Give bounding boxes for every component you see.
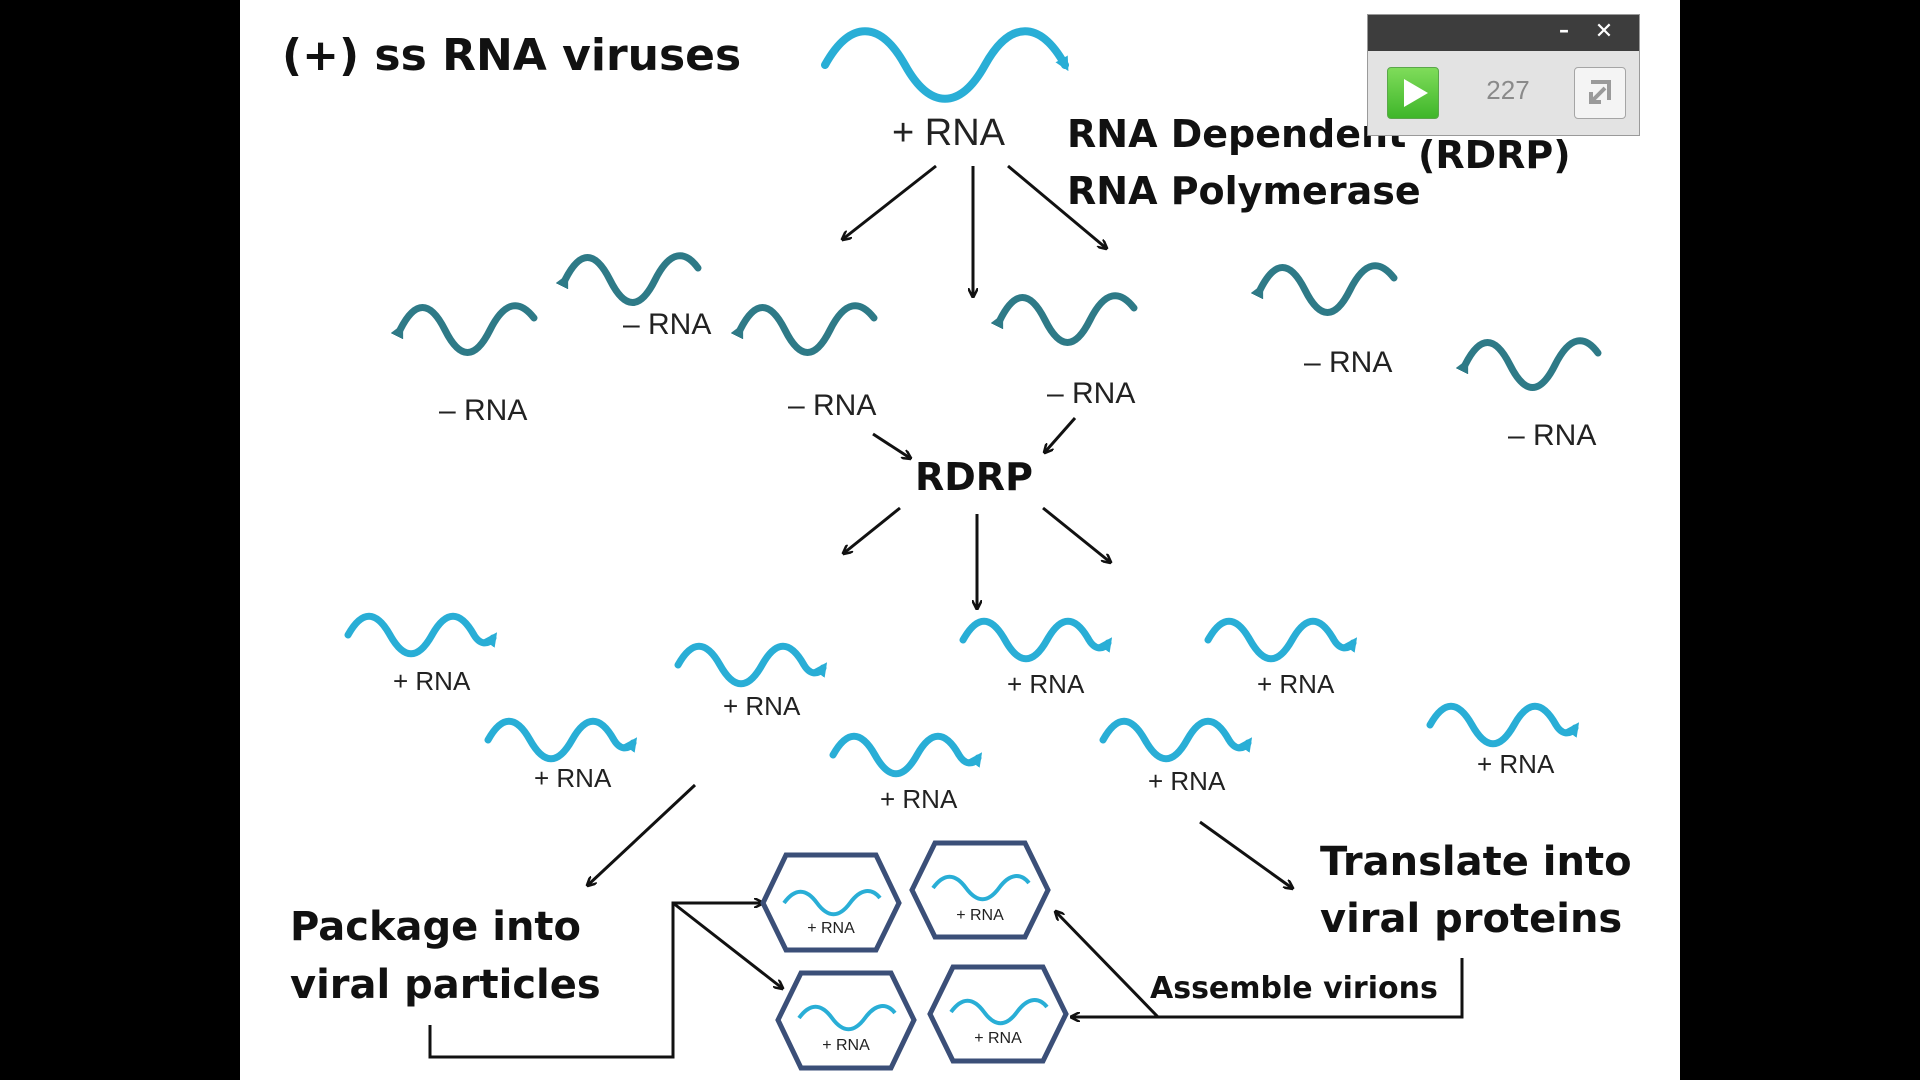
arrow-to-translate (1199, 820, 1292, 888)
arrow-rdrp-right (1042, 506, 1110, 562)
arrow-rdrp-left (844, 506, 901, 553)
enzyme-line-2: RNA Polymerase (1067, 169, 1421, 213)
player-counter: 227 (1486, 75, 1530, 105)
player-title-bar[interactable]: – ✕ (1368, 15, 1639, 51)
package-flow-branch (672, 901, 782, 988)
close-icon[interactable]: ✕ (1594, 19, 1614, 44)
capsid-2: + RNA (909, 840, 1051, 940)
negative-rna-label-2: – RNA (439, 394, 527, 427)
negative-rna-wave-3 (730, 302, 878, 356)
negative-rna-wave-1 (555, 252, 702, 306)
package-flow-line (428, 903, 762, 1059)
assemble-flow-branch (1056, 912, 1160, 1019)
translate-text-line-2: viral proteins (1320, 896, 1622, 942)
positive-rna-label-6: + RNA (1257, 669, 1335, 699)
arrow-into-rdrp-left (872, 432, 910, 458)
negative-rna-label-1: – RNA (623, 308, 711, 341)
positive-rna-wave-2 (484, 717, 638, 763)
negative-rna-wave-5 (1250, 262, 1398, 316)
positive-rna-label-5: + RNA (880, 784, 958, 814)
positive-rna-label-4: + RNA (1007, 669, 1085, 699)
positive-rna-wave-3 (674, 642, 828, 688)
assemble-virions-label: Assemble virions (1150, 971, 1438, 1006)
capsid-label-3: + RNA (822, 1037, 870, 1054)
slide-title: (+) ss RNA viruses (282, 30, 741, 81)
enzyme-abbreviation: (RDRP) (1418, 133, 1571, 177)
negative-rna-wave-6 (1455, 337, 1602, 391)
package-text-line-2: viral particles (290, 962, 601, 1008)
arrow-into-rdrp-right (1045, 417, 1077, 452)
positive-rna-label-8: + RNA (1477, 749, 1555, 779)
positive-rna-label-3: + RNA (723, 691, 801, 721)
positive-rna-wave-8 (1426, 702, 1580, 748)
positive-rna-wave-1 (344, 612, 498, 658)
positive-rna-label-2: + RNA (534, 763, 612, 793)
expand-icon (1589, 80, 1611, 104)
negative-rna-wave-2 (390, 302, 538, 356)
play-button[interactable] (1387, 67, 1439, 119)
negative-rna-label-3: – RNA (788, 389, 876, 422)
positive-rna-wave-5 (829, 732, 983, 778)
top-positive-rna-wave (821, 27, 1069, 103)
rna-diagram: (+) ss RNA viruses + RNA RNA Dependent R… (282, 27, 1632, 1071)
enzyme-line-1: RNA Dependent (1067, 112, 1406, 156)
capsid-4: + RNA (927, 964, 1069, 1064)
expand-button[interactable] (1574, 67, 1626, 119)
positive-rna-wave-6 (1204, 617, 1358, 663)
arrow-top-left (843, 164, 937, 239)
rdrp-center-label: RDRP (915, 455, 1033, 499)
package-text-line-1: Package into (290, 904, 581, 950)
arrow-top-right (1007, 164, 1106, 248)
arrow-to-package (588, 783, 697, 885)
positive-rna-wave-4 (959, 617, 1113, 663)
play-icon (1404, 79, 1428, 107)
negative-rna-label-5: – RNA (1304, 346, 1392, 379)
negative-rna-wave-4 (990, 292, 1138, 346)
minimize-icon[interactable]: – (1559, 18, 1569, 42)
negative-rna-label-4: – RNA (1047, 377, 1135, 410)
capsid-label-2: + RNA (956, 907, 1004, 924)
positive-rna-label-7: + RNA (1148, 766, 1226, 796)
floating-player-widget: – ✕ 227 (1367, 14, 1640, 136)
capsid-1: + RNA (760, 852, 902, 953)
negative-rna-label-6: – RNA (1508, 419, 1596, 452)
slide: (+) ss RNA viruses + RNA RNA Dependent R… (240, 0, 1680, 1080)
capsid-3: + RNA (775, 970, 917, 1071)
capsid-label-1: + RNA (807, 920, 855, 937)
positive-rna-label-1: + RNA (393, 666, 471, 696)
top-rna-label: + RNA (892, 112, 1006, 154)
assemble-flow-line (1072, 958, 1464, 1017)
capsid-label-4: + RNA (974, 1030, 1022, 1047)
positive-rna-wave-7 (1099, 717, 1253, 763)
translate-text-line-1: Translate into (1320, 839, 1632, 885)
